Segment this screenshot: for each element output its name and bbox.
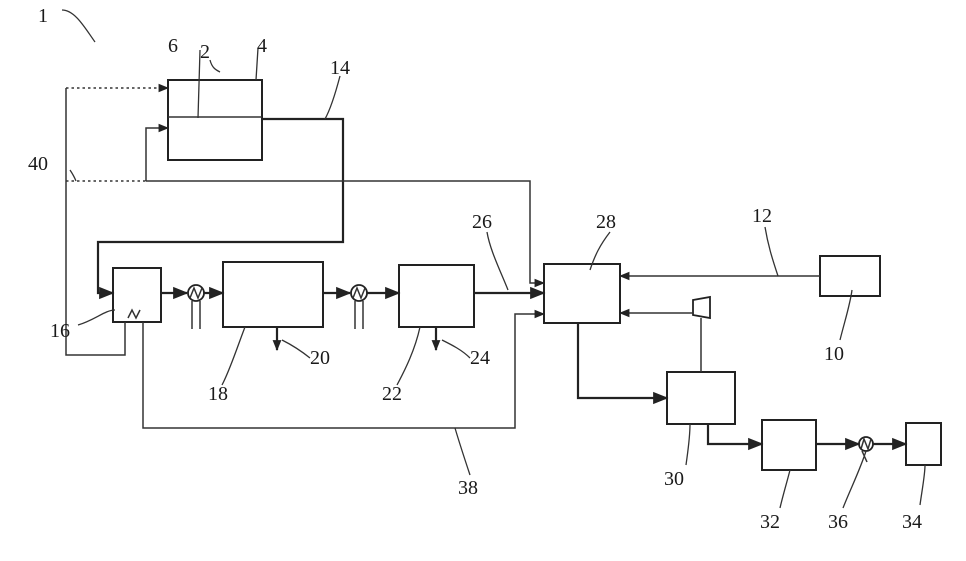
label-26: 26 bbox=[472, 211, 492, 233]
block-28 bbox=[544, 264, 620, 323]
tank-feed bbox=[146, 128, 168, 181]
label-18: 18 bbox=[208, 383, 228, 405]
label-16: 16 bbox=[50, 320, 70, 342]
label-1: 1 bbox=[38, 5, 48, 27]
heat-exchanger-1-icon bbox=[188, 285, 204, 329]
line-28-30 bbox=[578, 323, 667, 398]
line-30-32 bbox=[708, 424, 762, 444]
label-14: 14 bbox=[330, 57, 350, 79]
block-30 bbox=[667, 372, 735, 424]
label-4: 4 bbox=[257, 35, 267, 57]
label-24: 24 bbox=[470, 347, 490, 369]
block-16 bbox=[113, 268, 161, 322]
label-34: 34 bbox=[902, 511, 922, 533]
label-40: 40 bbox=[28, 153, 48, 175]
heat-exchanger-2-icon bbox=[351, 285, 367, 329]
label-22: 22 bbox=[382, 383, 402, 405]
heat-exchanger-36-icon bbox=[859, 437, 873, 462]
block-22 bbox=[399, 265, 474, 327]
label-20: 20 bbox=[310, 347, 330, 369]
label-2: 2 bbox=[200, 41, 210, 63]
label-6: 6 bbox=[168, 35, 178, 57]
label-32: 32 bbox=[760, 511, 780, 533]
label-10: 10 bbox=[824, 343, 844, 365]
label-38: 38 bbox=[458, 477, 478, 499]
block-10 bbox=[820, 256, 880, 296]
block-32 bbox=[762, 420, 816, 470]
label-36: 36 bbox=[828, 511, 848, 533]
tank-2 bbox=[168, 80, 262, 160]
compressor-icon bbox=[693, 297, 710, 326]
label-30: 30 bbox=[664, 468, 684, 490]
label-12: 12 bbox=[752, 205, 772, 227]
block-34 bbox=[906, 423, 941, 465]
block-18 bbox=[223, 262, 323, 327]
line-38 bbox=[143, 314, 544, 428]
label-28: 28 bbox=[596, 211, 616, 233]
